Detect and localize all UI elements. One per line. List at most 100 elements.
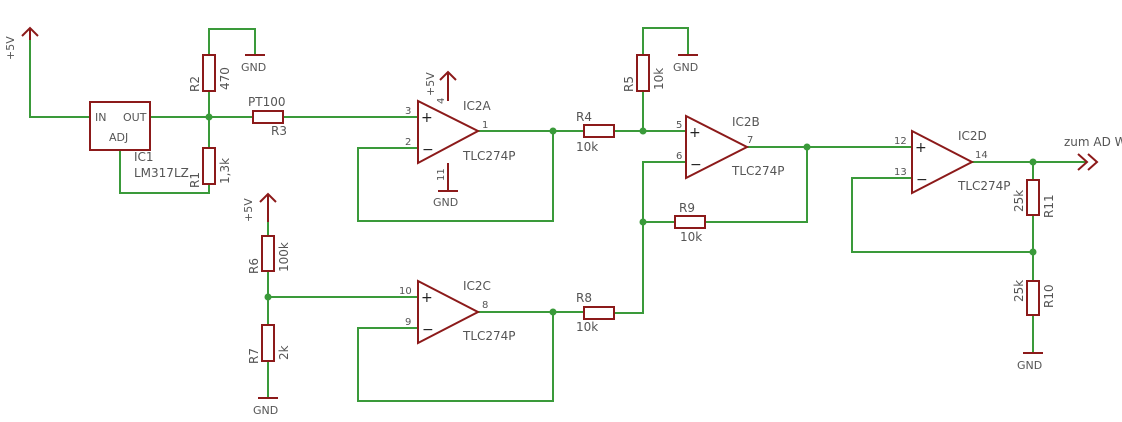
opamp-pin-label: 14 bbox=[975, 150, 988, 161]
wire-r5-gnd bbox=[642, 27, 689, 56]
wire-ic2d-feedback bbox=[851, 177, 1034, 253]
resistor-value: 25k bbox=[1012, 280, 1026, 302]
opamp-plus-sign: + bbox=[915, 140, 927, 156]
resistor-r1: R1 1,3k bbox=[188, 147, 232, 188]
resistor-value: 100k bbox=[277, 242, 291, 272]
resistor-name: R1 bbox=[188, 172, 202, 188]
resistor-value: 10k bbox=[680, 230, 702, 244]
gnd-r7: GND bbox=[253, 397, 278, 417]
opamp-part: TLC274P bbox=[462, 149, 516, 163]
resistor-name: R3 bbox=[271, 124, 287, 138]
opamp-pin-label: 2 bbox=[405, 137, 411, 148]
resistor-body bbox=[583, 306, 615, 320]
opamp-ic2c: + − 10 9 8 IC2C TLC274P bbox=[399, 279, 516, 345]
resistor-r10: 25k R10 bbox=[1012, 280, 1056, 316]
ic1-name: IC1 bbox=[134, 150, 154, 164]
resistor-value: 25k bbox=[1012, 190, 1026, 212]
junction-r9-left bbox=[639, 218, 647, 226]
wire-supply-to-ic1 bbox=[29, 39, 91, 118]
supply-r6: +5V bbox=[242, 192, 277, 222]
junction-ic2c-out bbox=[549, 308, 557, 316]
resistor-value: PT100 bbox=[248, 95, 285, 109]
wire-ic2a-feedback bbox=[357, 130, 554, 222]
wire-ic2b-minus bbox=[613, 161, 687, 314]
opamp-minus-sign: − bbox=[422, 322, 434, 338]
wire-ic2c-feedback bbox=[357, 311, 554, 402]
junction-divider bbox=[264, 293, 272, 301]
resistor-body bbox=[261, 324, 275, 362]
gnd-r5: GND bbox=[673, 54, 698, 74]
resistor-name: R4 bbox=[576, 110, 592, 124]
gnd-label: GND bbox=[253, 404, 278, 417]
junctions bbox=[205, 113, 1037, 316]
opamp-ic2a: + − 3 2 1 4 11 IC2A TLC274P bbox=[405, 98, 516, 181]
supply-ic2a: +5V bbox=[424, 70, 457, 101]
gnd-label: GND bbox=[241, 61, 266, 74]
junction-ic2d-out bbox=[1029, 158, 1037, 166]
supply-arrow-icon bbox=[21, 26, 39, 40]
opamp-pin-label: 5 bbox=[676, 120, 682, 131]
gnd-r10: GND bbox=[1017, 352, 1043, 372]
resistor-value: 2k bbox=[277, 345, 291, 360]
opamp-triangle bbox=[911, 129, 975, 195]
resistor-r7: R7 2k bbox=[247, 324, 291, 364]
wires bbox=[29, 27, 1087, 402]
opamp-part: TLC274P bbox=[462, 329, 516, 343]
ic1-body bbox=[89, 101, 151, 151]
junction-ic2a-out bbox=[549, 127, 557, 135]
ic1-pin-in-label: IN bbox=[95, 111, 106, 124]
opamp-minus-sign: − bbox=[916, 172, 928, 188]
ic1-pin-adj-label: ADJ bbox=[109, 131, 128, 144]
opamp-part: TLC274P bbox=[957, 179, 1011, 193]
opamp-name: IC2D bbox=[958, 129, 987, 143]
gnd-label: GND bbox=[1017, 359, 1042, 372]
resistor-r8: R8 10k bbox=[576, 291, 615, 334]
opamp-plus-sign: + bbox=[421, 290, 433, 306]
opamp-ic2b: + − 5 6 7 IC2B TLC274P bbox=[676, 114, 785, 180]
supply-label: +5V bbox=[424, 72, 437, 96]
wire-r1-adj bbox=[119, 149, 210, 194]
resistor-name: R8 bbox=[576, 291, 592, 305]
resistor-name: R7 bbox=[247, 348, 261, 364]
opamp-name: IC2C bbox=[463, 279, 491, 293]
resistor-r4: R4 10k bbox=[576, 110, 615, 154]
ic1-regulator: IN OUT ADJ IC1 LM317LZ bbox=[89, 101, 189, 180]
resistor-name: R9 bbox=[679, 201, 695, 215]
opamp-triangle bbox=[685, 114, 750, 180]
opamp-triangle bbox=[417, 99, 481, 165]
supply-arrow-icon bbox=[439, 70, 457, 101]
resistor-name: R5 bbox=[622, 76, 636, 92]
resistor-body bbox=[1026, 179, 1040, 216]
ground-icon bbox=[438, 163, 458, 192]
resistor-value: 10k bbox=[652, 68, 666, 90]
opamp-pin-label: 6 bbox=[676, 151, 682, 162]
junction-ic1-out bbox=[205, 113, 213, 121]
supply-left: +5V bbox=[4, 26, 39, 60]
output-label: zum AD Wandler bbox=[1064, 135, 1122, 149]
gnd-r2: GND bbox=[241, 54, 266, 74]
gnd-symbols: GND GND GND GND GND bbox=[241, 54, 1043, 417]
resistor-name: R10 bbox=[1042, 284, 1056, 308]
resistor-body bbox=[583, 124, 615, 138]
opamp-part: TLC274P bbox=[731, 164, 785, 178]
resistor-body bbox=[202, 147, 216, 185]
ic1-pin-out-label: OUT bbox=[123, 111, 147, 124]
resistor-value: 10k bbox=[576, 320, 598, 334]
wire-r9-right bbox=[704, 146, 808, 223]
junction-r4-r5 bbox=[639, 127, 647, 135]
opamp-name: IC2A bbox=[463, 99, 492, 113]
gnd-label: GND bbox=[433, 196, 458, 209]
resistor-value: 470 bbox=[218, 67, 232, 90]
resistor-name: R6 bbox=[247, 258, 261, 274]
gnd-label: GND bbox=[673, 61, 698, 74]
opamp-name: IC2B bbox=[732, 115, 760, 129]
opamp-minus-sign: − bbox=[690, 157, 702, 173]
opamp-plus-sign: + bbox=[421, 110, 433, 126]
opamp-pin-label: 11 bbox=[436, 168, 447, 181]
junction-ic2b-out bbox=[803, 143, 811, 151]
resistor-r5: R5 10k bbox=[622, 54, 666, 92]
opamp-pin-label: 1 bbox=[482, 120, 488, 131]
wire-r2-gnd bbox=[208, 28, 256, 56]
resistor-r3: PT100 R3 bbox=[248, 95, 287, 138]
